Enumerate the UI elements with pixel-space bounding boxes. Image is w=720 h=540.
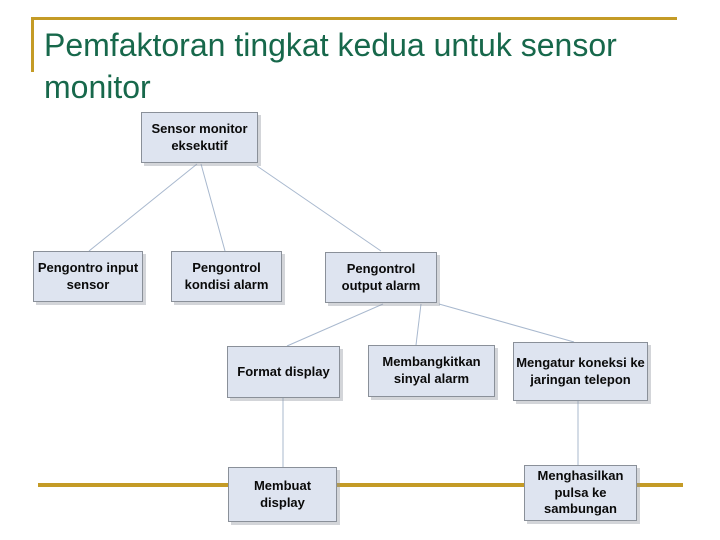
connector-output-to-membangkitkan xyxy=(415,303,422,346)
connector-root-to-kondisi-alarm xyxy=(200,163,226,252)
node-pengontrol-kondisi-alarm: Pengontrol kondisi alarm xyxy=(171,251,282,302)
node-menghasilkan-pulsa: Menghasilkan pulsa ke sambungan xyxy=(524,465,637,521)
node-format-display: Format display xyxy=(227,346,340,398)
top-accent-rule xyxy=(31,17,677,20)
node-membuat-display: Membuat display xyxy=(228,467,337,522)
node-membangkitkan-sinyal-alarm: Membangkitkan sinyal alarm xyxy=(368,345,495,397)
node-pengontro-input-sensor: Pengontro input sensor xyxy=(33,251,143,302)
node-pengontrol-output-alarm: Pengontrol output alarm xyxy=(325,252,437,303)
node-sensor-monitor-eksekutif: Sensor monitor eksekutif xyxy=(141,112,258,163)
left-accent-bar xyxy=(31,17,34,72)
node-mengatur-koneksi-telepon: Mengatur koneksi ke jaringan telepon xyxy=(513,342,648,401)
bottom-accent-rule xyxy=(38,483,683,487)
connector-root-to-input-sensor xyxy=(88,163,198,252)
connector-root-to-output-alarm xyxy=(256,165,382,252)
slide-title: Pemfaktoran tingkat kedua untuk sensor m… xyxy=(44,27,617,105)
connector-output-to-mengatur xyxy=(438,303,575,343)
connector-output-to-format xyxy=(286,303,384,347)
